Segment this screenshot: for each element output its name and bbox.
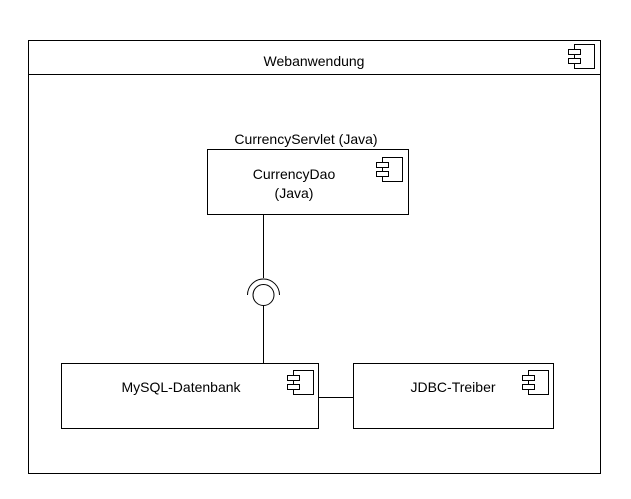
component-icon (287, 370, 314, 395)
mysql-component: MySQL-Datenbank (61, 363, 319, 429)
mysql-box (61, 363, 319, 429)
dao-name: CurrencyDao (253, 166, 336, 182)
jdbc-label: JDBC-Treiber (410, 379, 495, 395)
socket-arc (247, 278, 280, 296)
servlet-label: CurrencyServlet (Java) (234, 131, 377, 147)
component-icon (568, 44, 595, 69)
mysql-label: MySQL-Datenbank (121, 379, 241, 395)
jdbc-component: JDBC-Treiber (353, 363, 554, 429)
dao-language: (Java) (275, 185, 314, 201)
webapp-title: Webanwendung (264, 53, 365, 69)
jdbc-box (353, 363, 554, 429)
component-icon (376, 157, 403, 182)
dao-box (207, 149, 409, 215)
ball-and-socket-icon (247, 215, 280, 363)
component-icon (522, 370, 549, 395)
dao-component: CurrencyDao (Java) (207, 149, 409, 215)
interface-ball (252, 284, 275, 306)
